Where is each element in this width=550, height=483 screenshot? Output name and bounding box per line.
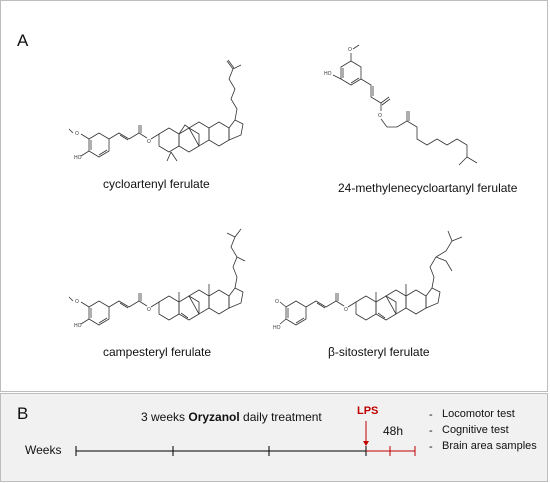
svg-text:O: O [348,47,352,53]
test-brain-samples: Brain area samples [442,440,537,452]
campesteryl-ferulate-structure: O HO O [68,228,246,329]
timeline [75,421,416,456]
structure-3-name: campesteryl ferulate [103,345,212,359]
structure-4-name: β-sitosteryl ferulate [328,345,430,359]
test-dash-3: - [429,441,433,453]
panel-a: A O HO O cycloartenyl ferulate O HO [0,0,548,392]
structure-1-name: cycloartenyl ferulate [103,177,210,191]
svg-text:HO: HO [74,155,82,161]
panel-a-label: A [17,31,29,50]
methylenecycloartanyl-ferulate-structure: O HO O [324,44,478,166]
lps-label: LPS [357,405,379,417]
test-cognitive: Cognitive test [442,424,509,436]
test-locomotor: Locomotor test [442,408,515,420]
svg-text:O: O [275,299,279,305]
treatment-compound: Oryzanol [188,410,240,424]
treatment-label: 3 weeks Oryzanol daily treatment [141,410,322,424]
panel-b: B 3 weeks Oryzanol daily treatment Weeks… [0,393,548,482]
svg-text:O: O [75,131,79,137]
lps-arrow-head [363,441,369,446]
weeks-label: Weeks [25,443,62,457]
test-dash-1: - [429,409,433,421]
svg-text:HO: HO [324,71,332,77]
svg-text:O: O [378,113,382,119]
test-dash-2: - [429,425,433,437]
svg-text:HO: HO [273,325,281,331]
svg-text:O: O [344,307,348,313]
treatment-suffix: daily treatment [239,410,322,424]
sitosteryl-ferulate-structure: O HO O [273,230,463,331]
treatment-prefix: 3 weeks [141,410,189,424]
svg-text:O: O [147,307,151,313]
svg-text:O: O [147,139,151,145]
interval-label: 48h [383,424,404,438]
cycloartenyl-ferulate-structure: O HO O [68,59,244,162]
svg-text:O: O [75,299,79,305]
svg-text:HO: HO [74,323,82,329]
structure-2-name: 24-methylenecycloartanyl ferulate [338,181,518,195]
panel-b-label: B [17,404,29,423]
